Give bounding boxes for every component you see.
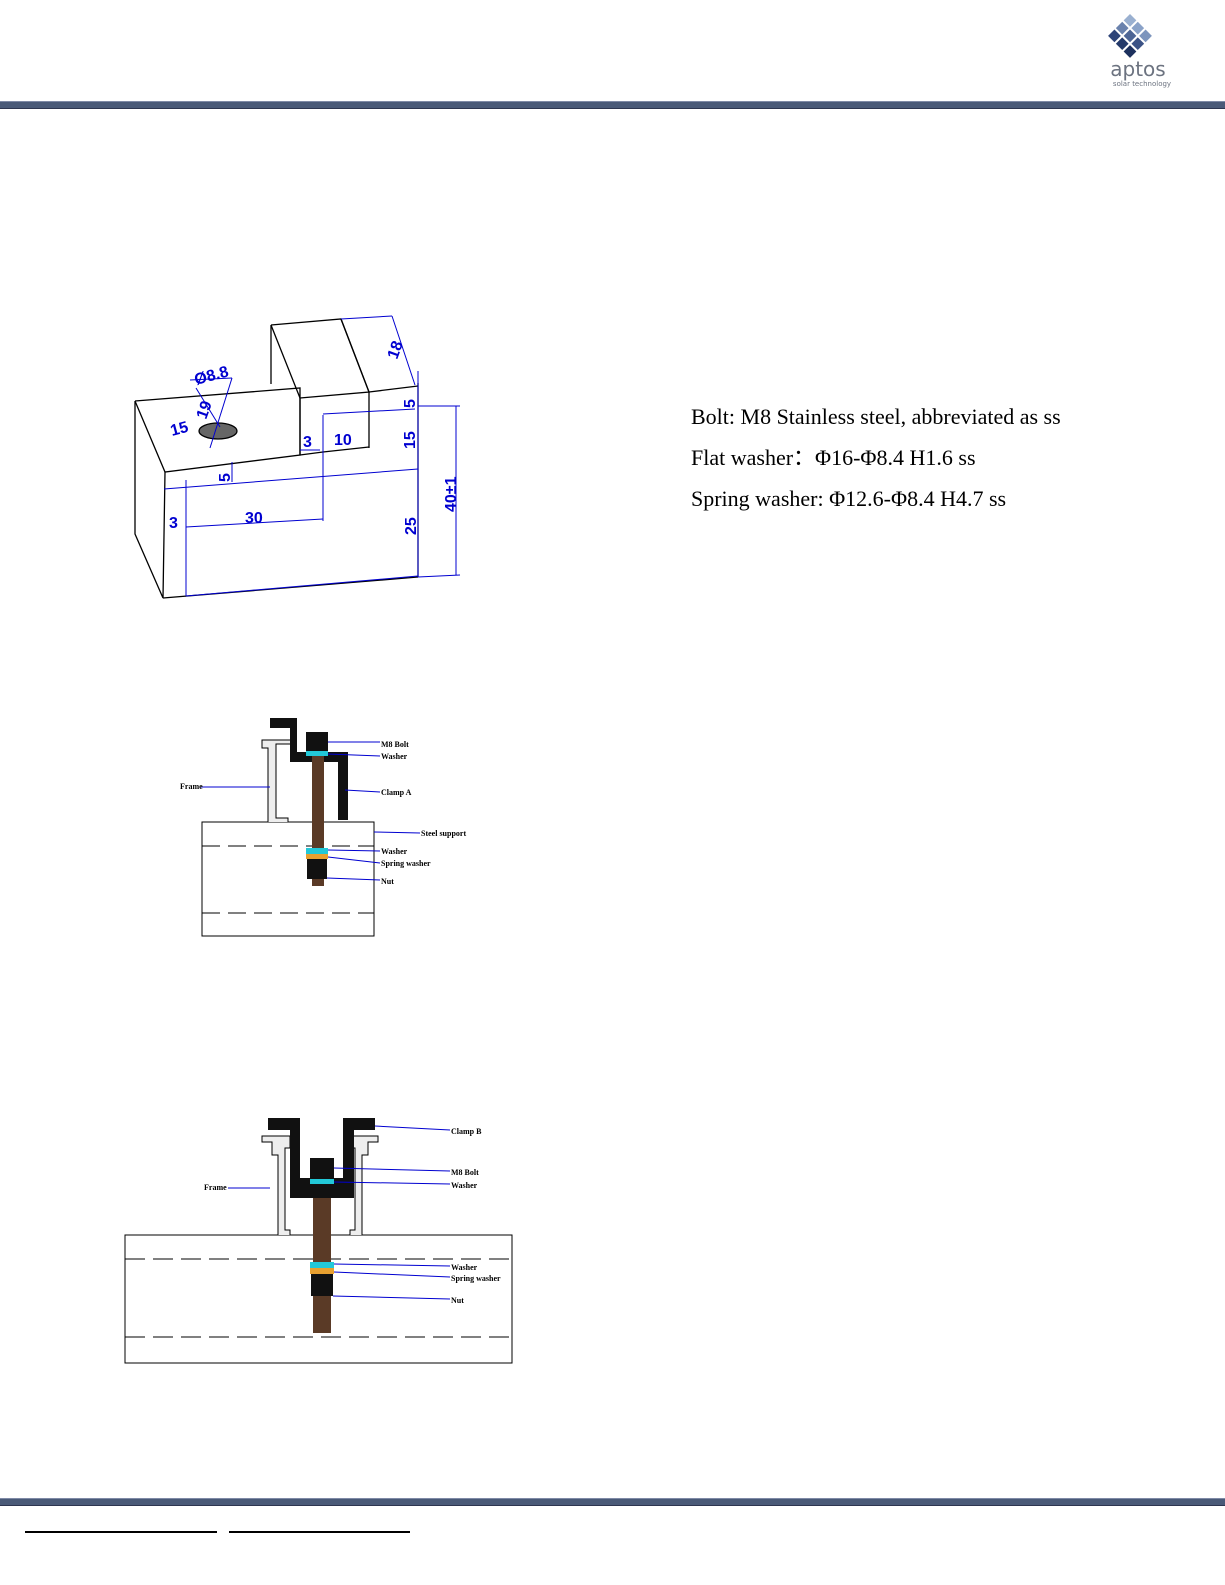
dim-step-3: 3: [303, 434, 312, 451]
frame-profile-b-right: [350, 1136, 434, 1235]
dim-left-3: 3: [169, 515, 178, 532]
dim-top-depth: 18: [385, 339, 407, 362]
clamp-a-bottom-washer: [306, 848, 328, 854]
clamp-b-bolt-head: [310, 1158, 334, 1180]
dim-bottom-25: 25: [403, 517, 420, 535]
clamp-a-bolt-head: [306, 732, 328, 752]
label-nut-b: Nut: [451, 1296, 464, 1305]
dim-depth-left: 15: [169, 419, 191, 440]
label-washer-bottom-a: Washer: [381, 847, 408, 856]
clamp-b-spring-washer: [310, 1268, 334, 1274]
dim-mid-15: 15: [402, 431, 419, 449]
label-clamp-b: Clamp B: [451, 1127, 482, 1136]
label-spring-washer-b: Spring washer: [451, 1274, 501, 1283]
dim-width-30: 30: [245, 510, 263, 527]
clamp-a-spring-washer: [306, 854, 328, 859]
dim-hole-diameter: Ø8.8: [193, 363, 231, 388]
clamp-b-top-washer: [310, 1179, 334, 1184]
clamp-b-drawing: Clamp B M8 Bolt Washer Frame Washer Spri…: [125, 1118, 512, 1363]
clamp-a-nut: [307, 859, 327, 879]
label-clamp-a: Clamp A: [381, 788, 412, 797]
label-washer-top-a: Washer: [381, 752, 408, 761]
dim-lower-5: 5: [217, 473, 234, 482]
bolt-hole: [199, 423, 237, 439]
label-m8-bolt-a: M8 Bolt: [381, 740, 409, 749]
block-blue-dimensions: [164, 316, 460, 596]
dim-top-5: 5: [402, 399, 419, 408]
label-frame-a: Frame: [180, 782, 203, 791]
clamp-a-top-washer: [306, 751, 328, 756]
label-steel-support: Steel support: [421, 829, 466, 838]
dim-step-10: 10: [334, 432, 352, 449]
dim-total-height: 40±1: [443, 476, 460, 512]
label-nut-a: Nut: [381, 877, 394, 886]
frame-profile-a: [218, 740, 292, 822]
clamp-b-bottom-washer: [310, 1262, 334, 1268]
clamp-block-drawing: [135, 319, 418, 598]
label-washer-bottom-b: Washer: [451, 1263, 478, 1272]
dim-hole-position: 19: [194, 399, 216, 422]
clamp-b-nut: [311, 1274, 333, 1296]
label-spring-washer-a: Spring washer: [381, 859, 431, 868]
label-washer-top-b: Washer: [451, 1181, 478, 1190]
label-m8-bolt-b: M8 Bolt: [451, 1168, 479, 1177]
label-frame-b: Frame: [204, 1183, 227, 1192]
clamp-a-drawing: M8 Bolt Washer Clamp A Frame Steel suppo…: [180, 718, 466, 936]
